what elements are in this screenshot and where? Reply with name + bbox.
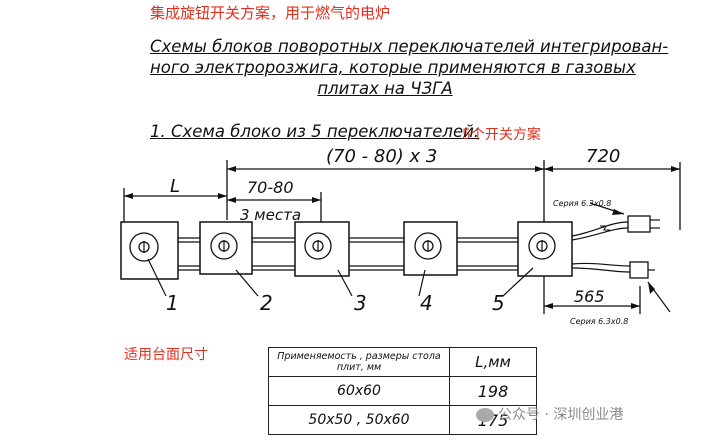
ignition-wire-bottom [571,262,631,267]
table-row: 50x50 , 50x60 175 [268,405,537,435]
watermark: 公众号 · 深圳创业港 [476,404,623,424]
knob-shaft-5 [528,232,556,260]
table-header-row: Применяемость , размеры стола плит, мм L… [268,347,537,377]
dim-pitch-label: 70-80 [247,178,294,197]
switch-module-5 [517,221,573,277]
dim-places-label: 3 места [240,206,301,224]
title-line-1: Схемы блоков поворотных переключателей и… [150,37,669,56]
switch-number-5: 5 [492,291,505,315]
top-note: 集成旋钮开关方案，用于燃气的电炉 [150,4,391,22]
switch-number-1: 1 [166,291,179,315]
title-line-2: ного электророзжига, которые применяются… [150,58,636,77]
switch-number-3: 3 [354,291,367,315]
subtitle-note: 5个开关方案 [462,127,541,143]
switch-module-2 [199,221,253,275]
dim-overall-label: (70 - 80) x 3 [326,146,437,167]
wechat-icon [476,408,494,422]
series-bottom-label: Серия 6.3x0.8 [570,317,628,326]
table-header-applicability: Применяемость , размеры стола плит, мм [268,347,450,377]
scheme-subtitle: 1. Схема блоко из 5 переключателей: [150,122,480,141]
dim-720-label: 720 [586,146,620,167]
table-cell-l: 198 [449,376,537,406]
table-header-l: L,мм [449,347,537,377]
dim-l-label: L [170,176,180,197]
ignition-wire-top [571,221,629,237]
series-top-label: Серия 6.3x0.8 [553,199,611,208]
knob-shaft-3 [304,232,332,260]
dim-565-label: 565 [574,287,605,306]
knob-shaft-2 [210,232,238,260]
table-cell-size: 60x60 [268,376,450,406]
switch-module-1 [120,221,179,280]
knob-shaft-1 [129,232,159,262]
table-cell-l: 175 [449,405,537,435]
watermark-text: 公众号 · 深圳创业港 [498,407,624,423]
knob-shaft-4 [414,232,442,260]
connector-top [627,215,651,233]
connector-bottom [629,261,649,279]
switch-number-4: 4 [420,291,433,315]
table-cell-size: 50x50 , 50x60 [268,405,450,435]
table-note: 适用台面尺寸 [124,347,208,363]
diagram-title: Схемы блоков поворотных переключателей и… [150,36,669,99]
table-row: 60x60 198 [268,376,537,406]
switch-module-4 [403,221,458,276]
switch-number-2: 2 [260,291,273,315]
title-line-3: плитах на ЧЗГА [317,79,453,98]
dimension-table: Применяемость , размеры стола плит, мм L… [268,347,537,435]
